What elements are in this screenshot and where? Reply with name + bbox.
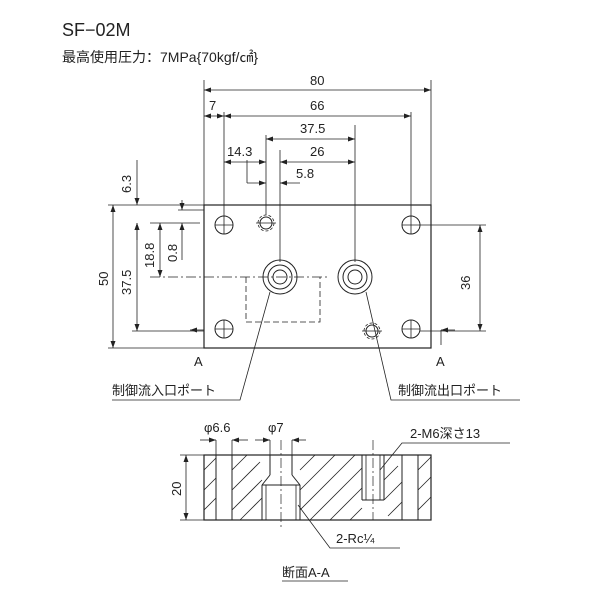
dim-14-3: 14.3 — [227, 144, 252, 159]
dim-7: 7 — [209, 98, 216, 113]
section-mark-left-label: A — [194, 354, 203, 369]
inlet-port-callout: 制御流入口ポート — [112, 291, 271, 401]
dim-5-8: 5.8 — [296, 166, 314, 181]
pressure-rating: 最高使用圧力：7MPa{70kgf/㎠} — [62, 49, 258, 65]
tapped-hole-top — [256, 214, 276, 232]
section-outline — [203, 454, 432, 521]
dim-0-8: 0.8 — [165, 244, 180, 262]
section-view — [203, 440, 432, 530]
section-mark-left: A — [190, 327, 205, 369]
tapped-hole-label: 2-M6深さ13 — [410, 426, 480, 441]
dim-80: 80 — [310, 73, 324, 88]
dim-50: 50 — [96, 272, 111, 286]
section-hatching — [203, 454, 432, 521]
tapped-hole-bottom — [362, 322, 382, 340]
plan-block-outline — [203, 204, 432, 349]
dim-37-5: 37.5 — [300, 121, 325, 136]
section-title-group: 断面A-A — [282, 565, 348, 582]
outlet-port-callout: 制御流出口ポート — [365, 291, 520, 401]
rc-port-label: 2-Rc¼ — [336, 531, 374, 546]
dim-20: 20 — [169, 482, 184, 496]
mounting-hole-bottom-right — [401, 319, 421, 339]
tapped-hole-callout: 2-M6深さ13 — [379, 426, 510, 471]
hidden-passage — [245, 277, 321, 323]
plan-dimensions: 80 7 66 37.5 14.3 26 5.8 6.3 18.8 — [96, 73, 486, 349]
outlet-port — [337, 259, 373, 295]
dim-66: 66 — [310, 98, 324, 113]
plan-view — [150, 125, 432, 349]
dim-37-5-vertical: 37.5 — [119, 270, 134, 295]
rc-port-callout: 2-Rc¼ — [297, 504, 400, 549]
dim-dia-6-6: φ6.6 — [204, 420, 231, 435]
inlet-port-label: 制御流入口ポート — [112, 383, 216, 398]
model-title: SF−02M — [62, 20, 131, 40]
mounting-hole-top-left — [214, 215, 234, 235]
section-dimensions: φ6.6 φ7 20 — [169, 420, 306, 521]
mounting-hole-bottom-left — [214, 319, 234, 339]
section-title: 断面A-A — [282, 565, 330, 580]
section-mark-right: A — [436, 327, 455, 369]
dim-26: 26 — [310, 144, 324, 159]
dim-18-8: 18.8 — [142, 243, 157, 268]
dim-dia-7: φ7 — [268, 420, 284, 435]
outlet-port-label: 制御流出口ポート — [398, 383, 502, 398]
dim-6-3: 6.3 — [119, 175, 134, 193]
dim-36: 36 — [458, 276, 473, 290]
section-mark-right-label: A — [436, 354, 445, 369]
mounting-hole-top-right — [401, 215, 421, 235]
